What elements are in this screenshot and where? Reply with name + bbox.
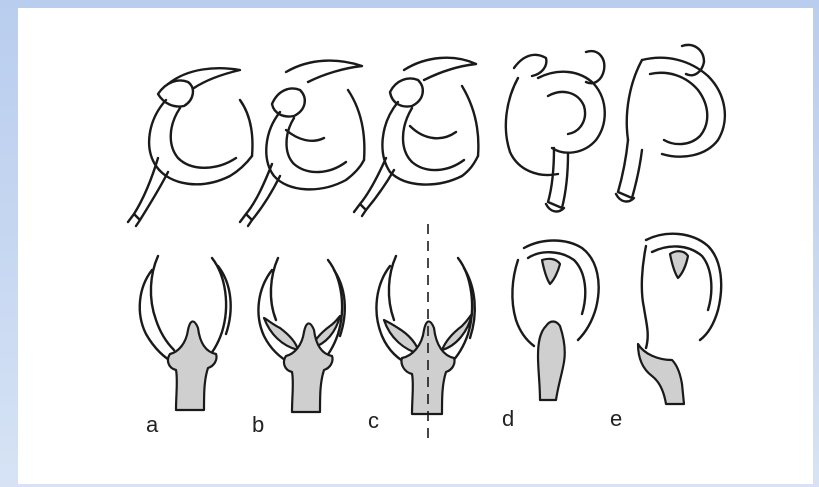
ossicle-diagram: a b c d e [18,8,813,484]
panel-label-d: d [502,406,514,431]
slide-background: a b c d e [18,8,813,484]
frontal-view-b [258,258,344,412]
panel-label-b: b [252,412,264,437]
lateral-view-a [128,68,253,226]
panel-label-a: a [146,412,159,437]
lateral-view-d [506,51,605,211]
frontal-view-a [140,256,231,410]
lateral-view-b [240,61,364,226]
lateral-view-c [354,58,478,216]
frontal-view-c [376,224,474,438]
panel-label-e: e [610,406,622,431]
frontal-view-e [638,234,721,404]
lateral-view-e [616,45,725,202]
frontal-view-d [512,241,598,401]
panel-label-c: c [368,408,379,433]
